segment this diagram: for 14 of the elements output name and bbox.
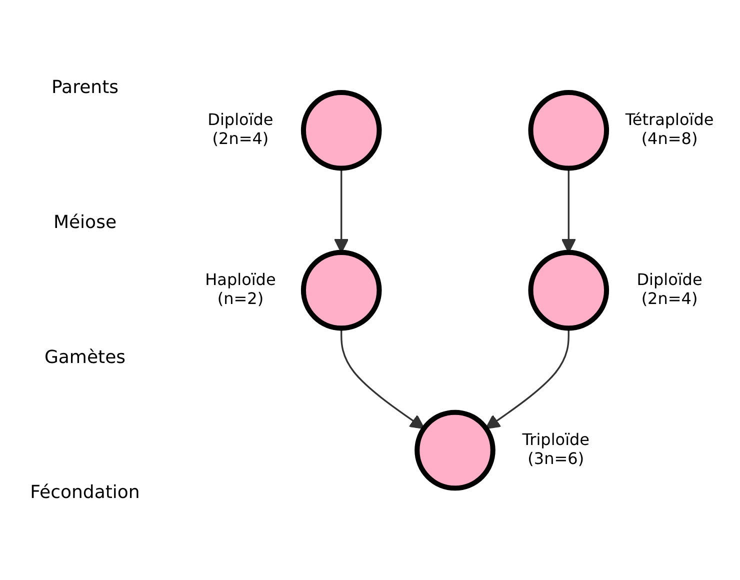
node-circle [300,250,382,330]
stage-label: Fécondation [29,482,141,503]
ploidy-label: Diploïde (2n=4) [636,270,704,308]
ploidy-label: Diploïde (2n=4) [206,110,274,148]
stage-label: Gamètes [43,347,127,368]
node-circle [414,410,496,490]
node-circle [300,90,382,170]
stage-label: Parents [50,77,120,98]
node-circle [528,250,610,330]
node-circle [528,90,610,170]
stage-label: Méiose [52,212,118,233]
ploidy-label: Haploïde (n=2) [204,270,277,308]
ploidy-label: Tétraploïde (4n=8) [624,110,715,148]
ploidy-label: Triploïde (3n=6) [521,430,591,468]
